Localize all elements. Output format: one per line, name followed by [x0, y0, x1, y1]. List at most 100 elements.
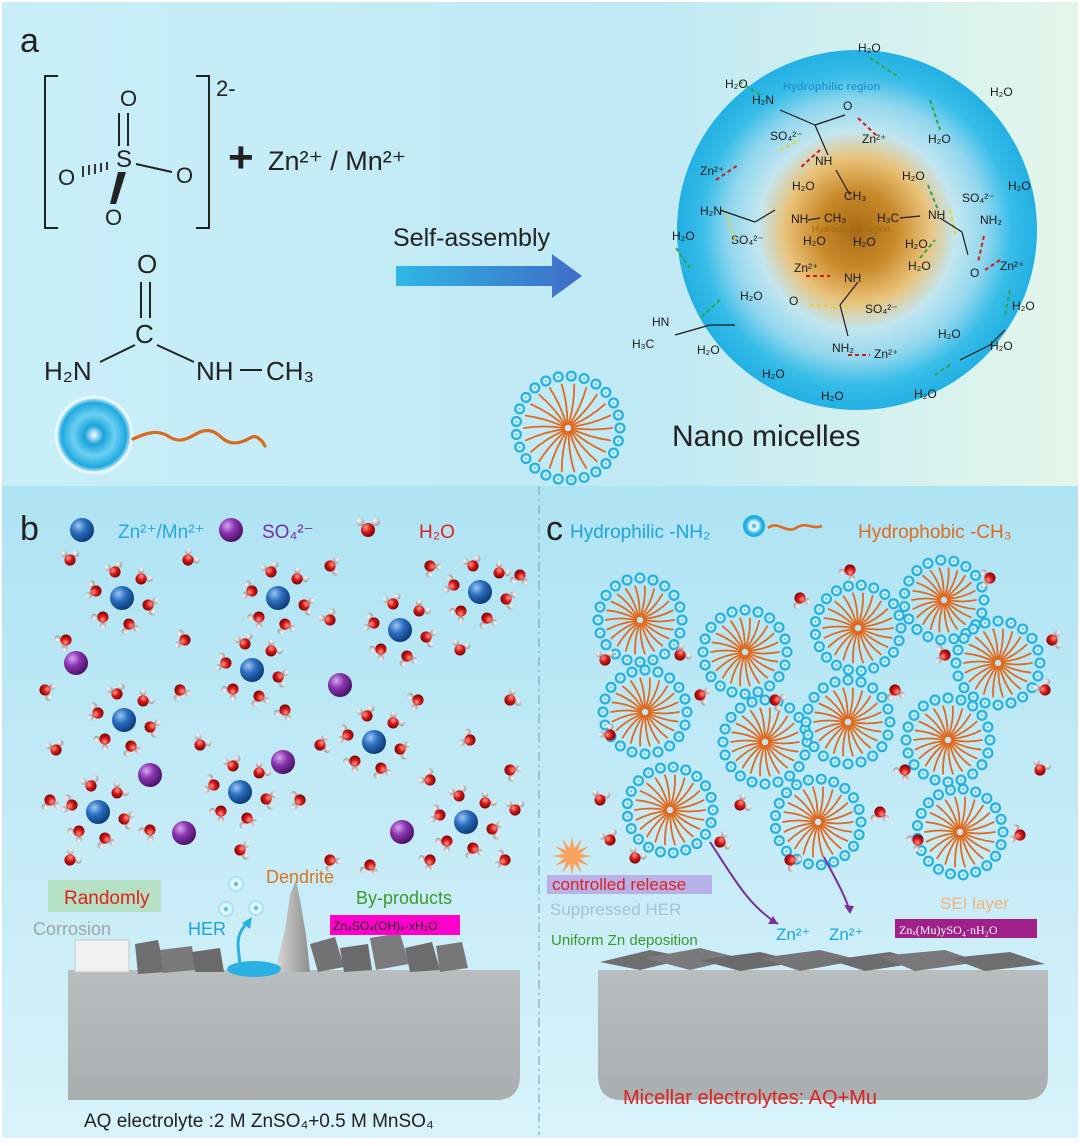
water-molecule: [373, 762, 392, 779]
uniform-deposition-label: Uniform Zn deposition: [551, 932, 698, 949]
water-molecule: [318, 608, 336, 626]
release-starburst-icon: [552, 836, 592, 876]
micelle-chem-label: H₂O: [697, 343, 720, 357]
sulfate-ion-icon: [219, 518, 243, 542]
water-molecule: [1033, 678, 1051, 696]
sulfate-structure: 2- O S O O O: [44, 75, 236, 230]
sulfate-ion: [390, 820, 414, 844]
water-molecule: [97, 832, 116, 849]
sei-formula: Znₓ(Mu)ySO₄·nH₂O: [899, 923, 998, 937]
micelle: [697, 604, 793, 700]
water-molecule: [504, 764, 522, 782]
micelle-chem-label: Zn²⁺: [794, 261, 818, 275]
micelle-chem-label: SO₄²⁻: [865, 302, 898, 316]
micelle-chem-label: H₂O: [803, 234, 826, 248]
water-molecule: [343, 755, 361, 773]
water-molecule: [106, 683, 125, 700]
water-molecule: [394, 741, 411, 760]
micelle-chem-label: H₂O: [1008, 179, 1031, 193]
water-molecule: [221, 683, 239, 701]
water-molecule: [1046, 630, 1062, 649]
water-molecule: [64, 848, 82, 866]
zn-ion: [112, 708, 136, 732]
water-molecule: [234, 841, 250, 860]
legend-zn-mn: Zn²⁺/Mn²⁺: [70, 518, 205, 543]
water-molecule: [239, 812, 258, 829]
micelle-chem-label: H₃C: [632, 337, 655, 351]
water-molecule: [85, 580, 102, 599]
water-molecule: [144, 719, 161, 738]
svg-text:SO₄²⁻: SO₄²⁻: [262, 522, 314, 543]
water-molecule: [462, 555, 481, 572]
micelle-chem-label: H₂O: [908, 259, 931, 273]
micelle-chem-label: H₂O: [740, 289, 763, 303]
water-molecule: [253, 761, 271, 779]
water-molecule: [500, 591, 517, 610]
water-molecule: [273, 704, 292, 722]
legend-so4: SO₄²⁻: [219, 518, 314, 543]
water-molecule: [67, 825, 85, 843]
zn-ion: [362, 730, 386, 754]
micelle-chem-label: H₃C: [877, 211, 900, 225]
micelle-waters: [592, 564, 1062, 872]
water-molecule-icon: [356, 518, 380, 537]
water-molecule: [215, 652, 232, 671]
water-molecule: [443, 574, 460, 593]
suppressed-her-label: Suppressed HER: [550, 900, 681, 919]
water-molecule: [838, 564, 856, 582]
water-molecule: [173, 684, 192, 702]
water-molecule: [458, 728, 476, 746]
water-molecule: [504, 688, 522, 706]
panel-b-letter: b: [20, 510, 39, 548]
water-molecule: [592, 789, 611, 806]
sulfate-o-left: O: [58, 165, 75, 190]
panel-b-caption: AQ electrolyte :2 M ZnSO₄+0.5 M MnSO₄: [84, 1111, 434, 1132]
micelle-chem-label: H₂N: [752, 93, 774, 107]
zn-ion-icon: [70, 518, 94, 542]
her-puddle: [227, 961, 281, 977]
corrosion-block: [74, 939, 130, 973]
water-molecule: [674, 643, 692, 661]
water-molecule: [906, 834, 924, 852]
zn-anode-c: [598, 970, 1048, 1100]
micelle-chem-label: H₂O: [914, 387, 937, 401]
water-molecule: [182, 548, 200, 566]
sulfate-charge: 2-: [216, 76, 236, 101]
water-molecule: [41, 794, 60, 810]
water-molecule: [298, 597, 315, 616]
micelle-chem-label: SO₄²⁻: [731, 233, 764, 247]
water-molecule: [194, 733, 212, 751]
micelle-chem-label: H₂O: [853, 235, 876, 249]
micelle-chem-label: NH₂: [980, 213, 1002, 227]
water-molecule: [793, 592, 811, 609]
zn-ion: [468, 580, 492, 604]
water-molecule: [234, 633, 253, 650]
self-assembly-arrow: [396, 254, 582, 298]
micelle-chem-label: H₂O: [902, 169, 925, 183]
micelle-chem-label: Zn²⁺: [874, 347, 898, 361]
zn-ion-label-1: Zn²⁺: [776, 925, 810, 944]
micelle-chem-label: H₂O: [725, 77, 748, 91]
micelle-chem-label: H₂O: [762, 367, 785, 381]
water-molecule: [599, 829, 617, 846]
hydrophobic-region-label: Hydrophobic region: [812, 224, 890, 234]
water-molecule: [465, 842, 484, 859]
byproducts-label: By-products: [356, 888, 452, 908]
micelle-chem-label: O: [970, 266, 979, 280]
water-molecule: [424, 560, 442, 578]
micelle-chem-label: H₂O: [928, 132, 951, 146]
water-molecule: [769, 694, 787, 712]
water-molecule: [714, 831, 731, 850]
water-molecule: [935, 645, 951, 664]
micelle-chem-label: H₂O: [821, 389, 844, 403]
nano-micelles-label: Nano micelles: [672, 420, 860, 453]
legend-h2o: H₂O: [356, 518, 455, 543]
water-molecule: [138, 824, 156, 842]
micelle: [900, 692, 996, 788]
micelle: [592, 572, 688, 668]
panel-c-letter: c: [546, 510, 563, 548]
sulfate-o-right: O: [176, 163, 193, 188]
water-molecule: [893, 764, 911, 782]
methylurea-structure: O C H₂N NH CH₃: [44, 249, 314, 386]
legend-hydrophilic-label: Hydrophilic -NH₂: [570, 522, 710, 543]
